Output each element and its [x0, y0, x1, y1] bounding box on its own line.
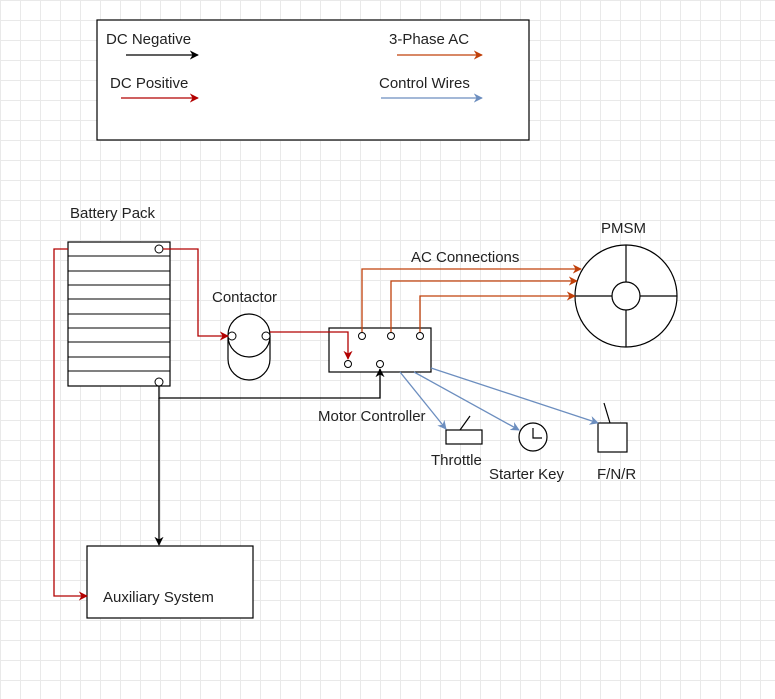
auxiliary-system: Auxiliary System: [86, 545, 254, 619]
controller-dc-negative-terminal: [376, 360, 384, 368]
throttle-body: [445, 429, 483, 445]
fnr-switch: F/N/R: [597, 402, 636, 483]
legend-dc-positive-label: DC Positive: [110, 75, 188, 92]
wire-control-fnr: [430, 367, 599, 425]
legend-3phase-ac-label: 3-Phase AC: [389, 31, 469, 48]
wire-contactor-to-controller: [270, 331, 353, 360]
controller-ac-terminal-u: [358, 332, 366, 340]
motor-controller: Motor Controller: [318, 327, 432, 425]
wire-control-throttle: [399, 371, 447, 430]
battery-pack: Battery Pack: [67, 205, 171, 387]
controller-ac-terminal-v: [387, 332, 395, 340]
contactor: Contactor: [212, 289, 277, 381]
legend-dc-negative-label: DC Negative: [106, 31, 191, 48]
controller-ac-terminal-w: [416, 332, 424, 340]
pmsm-rotor: [611, 281, 641, 311]
auxiliary-system-label: Auxiliary System: [103, 589, 214, 606]
contactor-body: [227, 313, 271, 381]
contactor-input-terminal: [227, 331, 237, 341]
ac-connections-label: AC Connections: [411, 249, 519, 266]
wire-battery-negative-to-controller: [158, 368, 385, 399]
battery-negative-terminal: [154, 377, 164, 387]
wire-ac-phase-v: [390, 276, 578, 332]
pmsm-motor: PMSM: [574, 220, 678, 348]
battery-positive-terminal: [154, 244, 164, 254]
wire-ac-phase-u: [361, 264, 582, 332]
fnr-label: F/N/R: [597, 466, 636, 483]
starter-key: Starter Key: [489, 422, 565, 483]
controller-dc-positive-terminal: [344, 360, 352, 368]
pmsm-label: PMSM: [601, 220, 646, 237]
fnr-body: [597, 422, 628, 453]
legend-control-wires-label: Control Wires: [379, 75, 470, 92]
motor-controller-label: Motor Controller: [318, 408, 426, 425]
throttle: Throttle: [431, 415, 483, 469]
contactor-output-terminal: [261, 331, 271, 341]
legend: DC Negative DC Positive 3-Phase AC Contr…: [96, 19, 530, 141]
auxiliary-system-body: [86, 545, 254, 619]
legend-box: [96, 19, 530, 141]
wire-ac-phase-w: [419, 291, 576, 332]
throttle-label: Throttle: [431, 452, 482, 469]
wire-control-starter-key: [413, 371, 520, 431]
contactor-label: Contactor: [212, 289, 277, 306]
starter-key-label: Starter Key: [489, 466, 565, 483]
wire-battery-to-auxiliary-positive: [53, 248, 88, 601]
wire-battery-to-contactor: [163, 248, 229, 341]
battery-pack-label: Battery Pack: [70, 205, 156, 222]
